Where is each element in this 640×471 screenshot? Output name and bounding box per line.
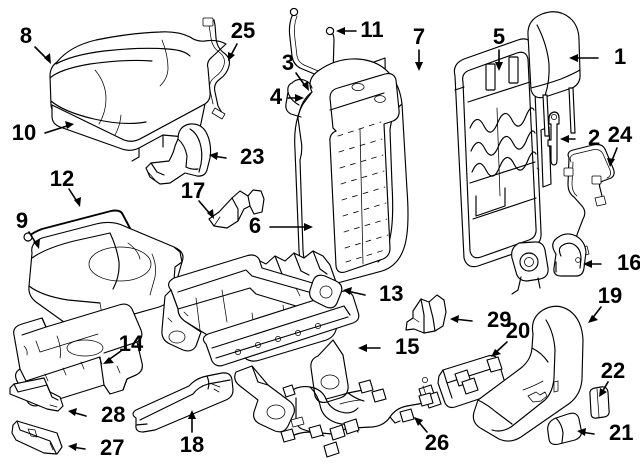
part-seatback-wire-rod [288,7,335,80]
callout-label-10: 10 [12,120,36,145]
part-headrest-bolt [547,111,560,166]
part-recliner-cover [552,233,587,277]
part-seatback-wire-bracket [563,143,615,257]
callout-label-24: 24 [608,122,633,147]
callout-label-16: 16 [617,250,640,275]
callout-label-26: 26 [425,430,449,455]
callout-label-13: 13 [379,281,403,306]
callout-label-15: 15 [395,334,419,359]
callout-label-14: 14 [119,331,144,356]
callout-label-19: 19 [598,283,622,308]
callout-label-28: 28 [101,402,125,427]
part-seat-side-trim-panel [472,305,584,442]
callout-label-4: 4 [270,84,283,109]
callout-label-5: 5 [493,24,505,49]
callout-label-27: 27 [100,435,124,460]
callout-label-12: 12 [50,166,74,191]
callout-label-11: 11 [360,17,383,42]
part-headrest-guide-wire [202,17,231,120]
part-wire-harness [280,379,434,458]
part-seat-cushion-cover [49,31,227,162]
part-hinge-cover [145,123,212,185]
part-headrest [527,11,581,137]
callout-label-29: 29 [487,307,511,332]
part-hinge-bracket [208,189,265,229]
part-seatback-cushion [285,58,409,287]
part-seat-rail-side-cover [132,372,234,433]
callout-label-1: 1 [614,44,626,69]
callout-label-22: 22 [601,358,625,383]
callout-label-21: 21 [609,420,633,445]
part-seat-cushion-pad [28,221,184,329]
part-seat-adjuster-frame [161,250,360,433]
callout-label-18: 18 [180,432,204,457]
callout-label-20: 20 [506,318,530,343]
callout-label-9: 9 [16,208,28,233]
callout-label-2: 2 [588,125,600,150]
part-bracket-plate [405,294,447,334]
callout-label-17: 17 [181,178,205,203]
callout-leaders [28,27,618,451]
callout-label-6: 6 [249,213,261,238]
part-trim-cap [547,412,582,446]
part-trim-strip-lower [11,420,63,455]
callout-label-3: 3 [282,50,294,75]
callout-label-23: 23 [240,144,264,169]
part-cushion-frame-pan [13,303,143,407]
callout-label-25: 25 [231,18,255,43]
part-trim-strip-upper [9,377,64,412]
part-seatback-frame [453,38,552,295]
callout-label-7: 7 [413,24,425,49]
callout-label-8: 8 [20,23,32,48]
part-trim-plug [589,386,610,419]
callout-labels: 1 2 3 4 5 6 7 8 9 10 11 12 13 14 15 16 1… [12,17,640,460]
